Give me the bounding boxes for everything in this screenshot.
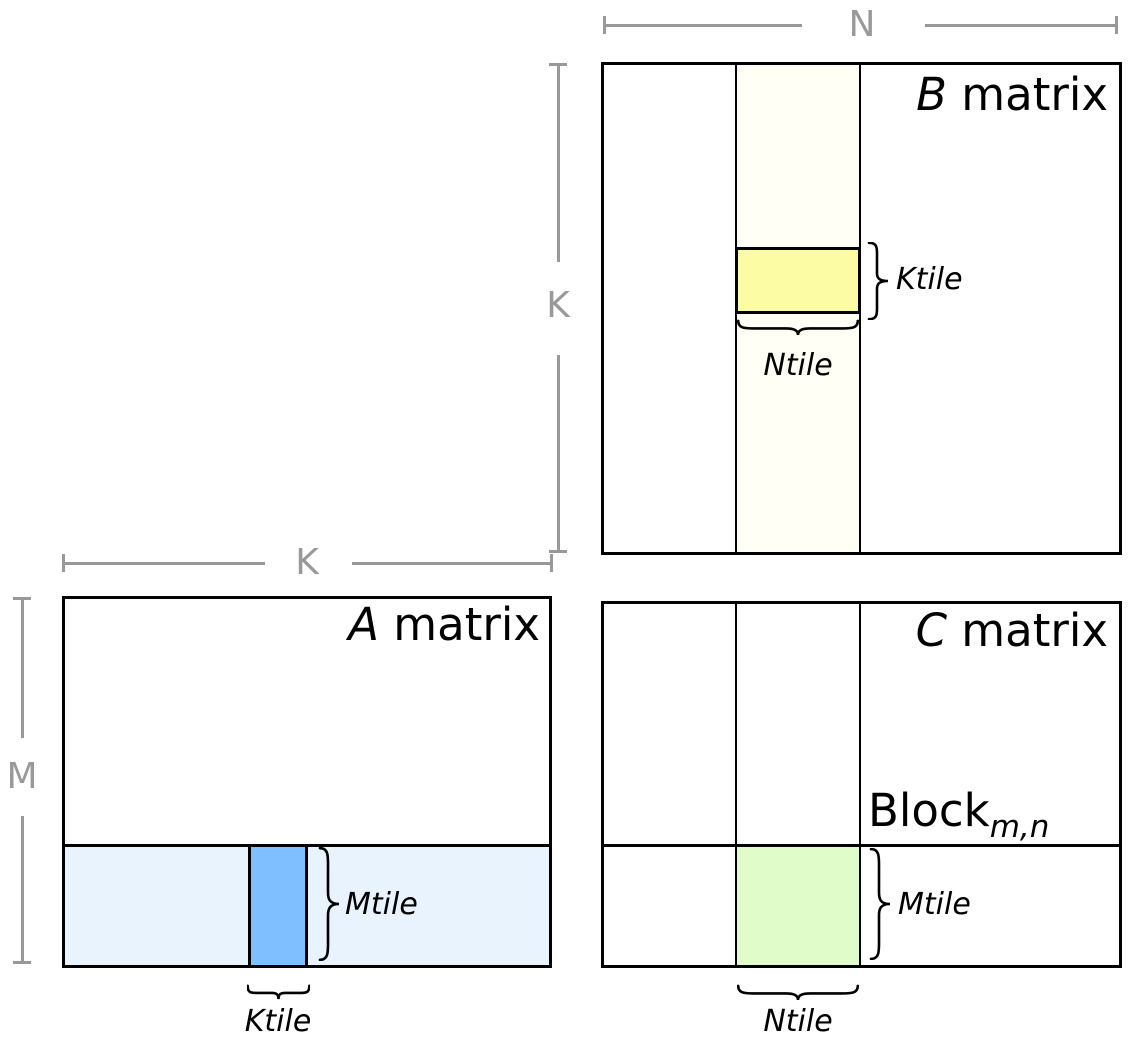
c-ntile-label: Ntile bbox=[763, 1004, 833, 1039]
a-ktile-label: Ktile bbox=[244, 1004, 312, 1039]
k-dim-a-left-tick bbox=[62, 554, 65, 572]
a-matrix-mtile-ktile-tile bbox=[248, 844, 308, 968]
b-matrix-title-rest: matrix bbox=[947, 68, 1108, 121]
k-dim-b-line-top bbox=[557, 65, 560, 262]
a-mtile-brace bbox=[317, 847, 341, 961]
a-matrix-title-letter: A bbox=[348, 598, 379, 651]
b-ntile-label: Ntile bbox=[763, 348, 833, 383]
b-ktile-brace bbox=[866, 242, 890, 320]
m-dim-label: M bbox=[6, 756, 38, 797]
c-mtile-brace bbox=[868, 848, 892, 960]
k-dim-b-line-bottom bbox=[557, 355, 560, 551]
b-ktile-label: Ktile bbox=[896, 262, 963, 297]
b-matrix-ktile-ntile-tile bbox=[735, 247, 861, 314]
k-dim-b-label: K bbox=[546, 285, 570, 326]
m-dim-bottom-tick bbox=[13, 961, 31, 964]
k-dim-a-label: K bbox=[295, 542, 319, 583]
b-ntile-brace bbox=[737, 319, 859, 336]
c-ntile-brace bbox=[737, 984, 859, 1001]
c-matrix-box bbox=[601, 601, 1122, 968]
c-block-label-base: Block bbox=[868, 784, 990, 837]
c-mtile-label: Mtile bbox=[898, 887, 971, 922]
n-dim-line-left bbox=[605, 24, 802, 27]
c-matrix-col-line-right bbox=[859, 601, 861, 968]
c-matrix-title-letter: C bbox=[915, 604, 947, 657]
c-block-label: Blockm,n bbox=[868, 786, 1049, 852]
c-matrix-block-tile bbox=[735, 844, 861, 968]
b-matrix-box bbox=[601, 62, 1122, 555]
k-dim-a-right-tick bbox=[550, 554, 553, 572]
k-dim-b-top-tick bbox=[549, 63, 567, 66]
n-dim-label: N bbox=[848, 4, 876, 45]
c-matrix-title: C matrix bbox=[800, 608, 1108, 653]
n-dim-line-right bbox=[925, 24, 1117, 27]
c-block-label-subscript: m,n bbox=[989, 809, 1050, 845]
c-matrix-col-line-left bbox=[735, 601, 737, 968]
c-matrix-row-line bbox=[601, 844, 1122, 847]
a-matrix-title-rest: matrix bbox=[379, 598, 540, 651]
b-matrix-title: B matrix bbox=[800, 72, 1108, 117]
a-ktile-brace bbox=[247, 984, 310, 1000]
k-dim-b-bottom-tick bbox=[549, 550, 567, 553]
a-mtile-label: Mtile bbox=[345, 887, 418, 922]
c-matrix-title-rest: matrix bbox=[947, 604, 1108, 657]
m-dim-top-tick bbox=[13, 597, 31, 600]
m-dim-line-top bbox=[21, 599, 24, 738]
a-matrix-title: A matrix bbox=[240, 602, 540, 647]
k-dim-a-line-right bbox=[352, 562, 551, 565]
k-dim-a-line-left bbox=[64, 562, 265, 565]
n-dim-left-tick bbox=[603, 16, 606, 34]
b-matrix-title-letter: B bbox=[916, 68, 947, 121]
m-dim-line-bottom bbox=[21, 816, 24, 962]
